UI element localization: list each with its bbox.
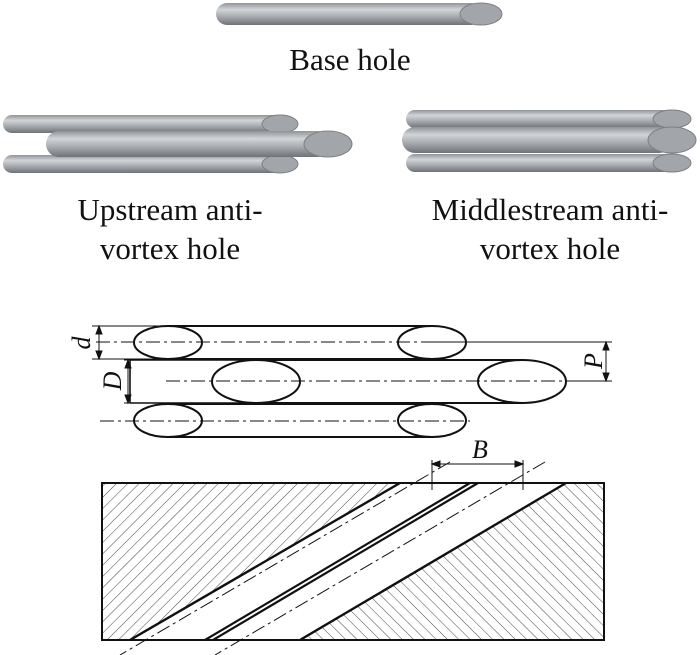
- upstream-rod-middle: [46, 130, 353, 158]
- caption-upstream-line2: vortex hole: [99, 231, 241, 266]
- caption-middlestream-line1: Middlestream anti-: [431, 192, 669, 227]
- middlestream-rod-middle: [402, 126, 697, 154]
- caption-base-hole: Base hole: [289, 42, 411, 77]
- top-view-schematic: [92, 324, 612, 438]
- cross-section: [101, 460, 605, 655]
- dimension-D: [124, 358, 132, 405]
- lower-hole-outline: [133, 403, 467, 438]
- upstream-rod-bottom: [3, 154, 299, 174]
- upstream-rod-top: [3, 114, 299, 134]
- dimension-B: [430, 460, 525, 490]
- caption-middlestream-line2: vortex hole: [479, 231, 621, 266]
- middlestream-rod-top: [406, 109, 692, 129]
- middlestream-rod-bottom: [406, 153, 692, 173]
- upstream-rods: [3, 114, 353, 174]
- base-hole-rod: [216, 2, 503, 26]
- label-D: D: [98, 371, 127, 391]
- middlestream-rods: [402, 109, 697, 173]
- label-d: d: [67, 336, 96, 350]
- label-P: P: [579, 353, 608, 369]
- dimension-d: [92, 324, 168, 361]
- label-B: B: [472, 435, 488, 464]
- center-lines: [96, 341, 586, 422]
- caption-upstream-line1: Upstream anti-: [77, 192, 263, 227]
- dimension-P: [432, 340, 612, 383]
